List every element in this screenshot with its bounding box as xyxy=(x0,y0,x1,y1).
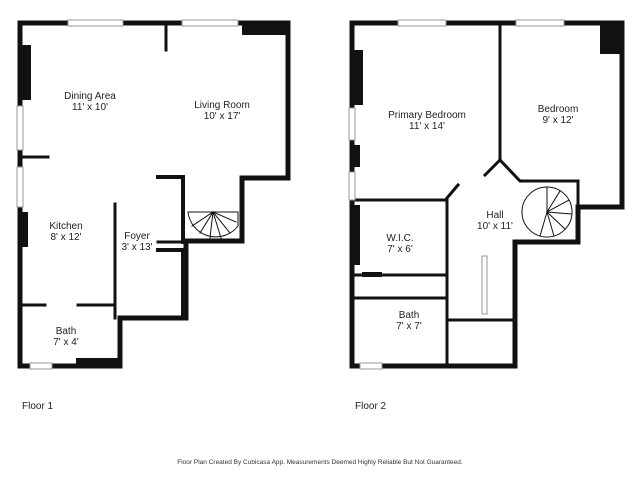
room-dims-hall: 10' x 11' xyxy=(477,221,513,232)
room-name-living-room: Living Room xyxy=(194,100,250,111)
room-dims-primary-bedroom: 11' x 14' xyxy=(409,121,445,132)
room-name-dining-area: Dining Area xyxy=(64,91,116,102)
room-name-bath-1: Bath xyxy=(56,326,77,337)
room-dims-living-room: 10' x 17' xyxy=(204,111,241,122)
floor-2-wic-block xyxy=(362,272,382,277)
floor-2-label: Floor 2 xyxy=(355,401,387,412)
floor-1-wall-block xyxy=(242,22,289,35)
room-dims-bath-2: 7' x 7' xyxy=(396,321,422,332)
floor-1-wall-block xyxy=(76,358,120,368)
floor-2-wall-block xyxy=(350,145,360,167)
room-dims-wic: 7' x 6' xyxy=(387,244,413,255)
room-name-kitchen: Kitchen xyxy=(49,221,82,232)
room-name-primary-bedroom: Primary Bedroom xyxy=(388,110,466,121)
room-name-hall: Hall xyxy=(486,210,503,221)
floor-2-wall-block xyxy=(350,205,360,265)
room-dims-bedroom: 9' x 12' xyxy=(542,115,573,126)
floor-1-windows xyxy=(16,19,239,370)
room-dims-foyer: 3' x 13' xyxy=(121,242,152,253)
floor-1-wall-block xyxy=(18,212,28,247)
floor-1-spiral-stair xyxy=(187,211,239,239)
room-dims-dining-area: 11' x 10' xyxy=(72,102,108,113)
floor-2-outer-wall xyxy=(349,20,625,369)
room-name-bath-2: Bath xyxy=(399,310,420,321)
floor-1-wall-block xyxy=(18,45,31,100)
footer-disclaimer: Floor Plan Created By Cubicasa App. Meas… xyxy=(177,459,463,466)
room-name-foyer: Foyer xyxy=(124,231,150,242)
room-dims-kitchen: 8' x 12' xyxy=(50,232,81,243)
floor-1-closet-wall xyxy=(156,248,185,320)
floor-2-plan xyxy=(348,19,625,370)
floor-1-plan xyxy=(16,19,291,370)
room-name-bedroom: Bedroom xyxy=(538,104,579,115)
floor-1-stair-wall xyxy=(156,175,185,244)
floor-2-windows xyxy=(348,19,565,370)
room-dims-bath-1: 7' x 4' xyxy=(53,337,79,348)
floor-2-spiral-stair xyxy=(521,186,573,238)
floor-2-wall-block xyxy=(350,50,363,105)
floor-2-wall-block xyxy=(600,22,623,54)
floor-1-label: Floor 1 xyxy=(22,401,54,412)
room-name-wic: W.I.C. xyxy=(386,233,413,244)
floor-1-outer-wall xyxy=(17,20,291,369)
floor-2-angled-wall xyxy=(444,157,503,201)
floor-2-hall-angled-wall xyxy=(497,157,580,183)
